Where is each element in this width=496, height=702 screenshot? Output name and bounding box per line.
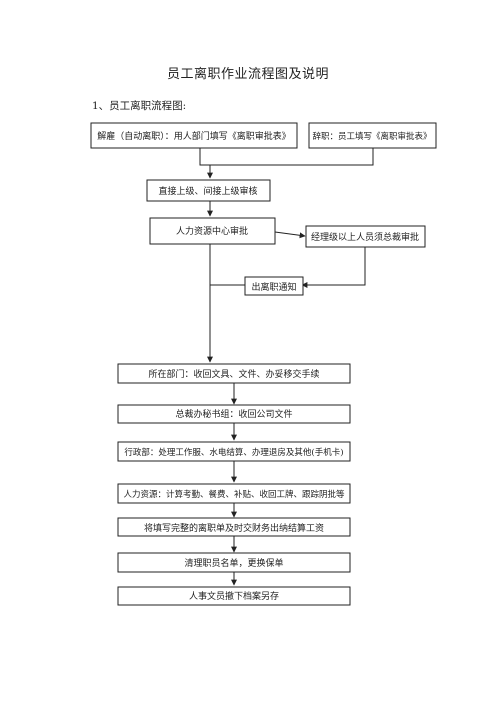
connector-dismissal [199, 148, 210, 166]
flow-box-label: 所在部门：收回文具、文件、办妥移交手续 [148, 368, 319, 380]
flow-box-clear-roster: 清理职员名单，更换保单 [117, 552, 351, 573]
connectors [199, 148, 374, 586]
flow-box-admin-dept: 行政部：处理工作服、水电结算、办理退房及其他(手机卡) [117, 441, 351, 462]
flow-box-gm-approval: 经理级以上人员须总裁审批 [305, 225, 426, 248]
flow-box-label: 人力资源中心审批 [176, 225, 248, 237]
flow-box-label: 人事文员撤下档案另存 [189, 590, 279, 602]
flow-box-hr-settlement: 人力资源：计算考勤、餐费、补贴、收回工牌、跟踪阴批等 [117, 483, 351, 504]
flow-box-label: 总裁办秘书组：收回公司文件 [175, 408, 292, 420]
connector-resignation [210, 148, 374, 166]
flow-box-label: 解雇（自动离职）：用人部门填写《离职审批表》 [97, 130, 291, 142]
flow-box-label: 行政部：处理工作服、水电结算、办理退房及其他(手机卡) [124, 447, 343, 458]
flow-box-departure-notice: 出离职通知 [244, 276, 304, 296]
document-title: 员工离职作业流程图及说明 [166, 67, 329, 82]
flow-box-label: 辞职：员工填写《离职审批表》 [312, 131, 431, 142]
flow-box-label: 将填写完整的离职单及时交财务出纳结算工资 [144, 522, 324, 534]
flow-box-resignation: 辞职：员工填写《离职审批表》 [308, 122, 437, 149]
flow-box-department-handover: 所在部门：收回文具、文件、办妥移交手续 [117, 363, 351, 384]
flow-box-archive: 人事文员撤下档案另存 [117, 586, 351, 606]
flow-box-label: 直接上级、间接上级审核 [158, 185, 257, 197]
connector-gm-to-notice [304, 247, 366, 286]
flow-box-supervisor-review: 直接上级、间接上级审核 [146, 179, 271, 202]
connector-hr-to-gm [274, 231, 306, 239]
section-heading: 1、员工离职流程图: [92, 100, 187, 112]
flow-box-label: 经理级以上人员须总裁审批 [311, 231, 419, 243]
flow-box-finance-settlement: 将填写完整的离职单及时交财务出纳结算工资 [117, 517, 351, 537]
flow-box-hr-center-approval: 人力资源中心审批 [149, 217, 276, 245]
flow-box-label: 人力资源：计算考勤、餐费、补贴、收回工牌、跟踪阴批等 [123, 489, 345, 500]
flow-box-ceo-secretary: 总裁办秘书组：收回公司文件 [117, 404, 351, 424]
flow-box-label: 出离职通知 [251, 281, 296, 293]
flow-box-dismissal: 解雇（自动离职）：用人部门填写《离职审批表》 [90, 122, 298, 149]
flow-box-label: 清理职员名单，更换保单 [184, 557, 283, 569]
